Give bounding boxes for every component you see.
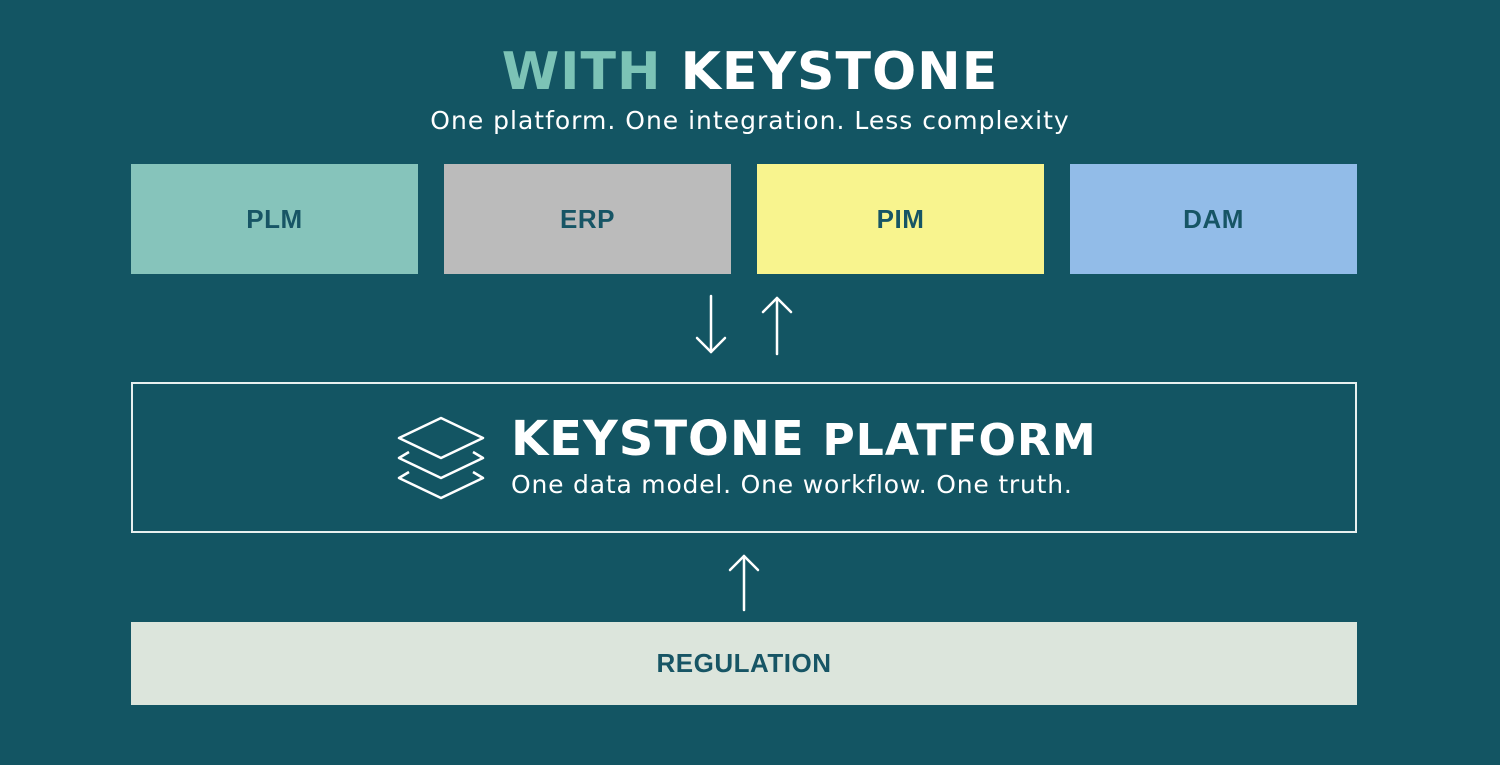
system-box-plm: PLM: [131, 164, 418, 274]
arrow-up-icon: [728, 554, 760, 612]
platform-title-brand: KEYSTONE: [511, 411, 805, 467]
system-label: DAM: [1183, 203, 1244, 234]
system-label: PIM: [876, 203, 925, 234]
system-box-dam: DAM: [1070, 164, 1357, 274]
layers-icon: [397, 416, 485, 500]
regulation-box: REGULATION: [131, 622, 1357, 705]
platform-subtitle: One data model. One workflow. One truth.: [511, 470, 1073, 499]
page-title: WITH KEYSTONE: [0, 40, 1500, 104]
system-label: ERP: [560, 203, 615, 234]
system-box-erp: ERP: [444, 164, 731, 274]
platform-title-suffix: PLATFORM: [822, 415, 1097, 466]
title-prefix: WITH: [501, 42, 662, 102]
title-brand: KEYSTONE: [680, 42, 999, 102]
arrow-up-icon: [761, 296, 793, 356]
system-box-pim: PIM: [757, 164, 1044, 274]
platform-title: KEYSTONE PLATFORM: [511, 410, 1097, 470]
header: WITH KEYSTONE One platform. One integrat…: [0, 40, 1500, 135]
page-subtitle: One platform. One integration. Less comp…: [430, 106, 1070, 135]
arrow-down-icon: [695, 294, 727, 354]
platform-content: KEYSTONE PLATFORM One data model. One wo…: [395, 410, 1115, 510]
keystone-platform-box: KEYSTONE PLATFORM One data model. One wo…: [131, 382, 1357, 533]
regulation-label: REGULATION: [656, 648, 832, 678]
system-label: PLM: [246, 203, 303, 234]
